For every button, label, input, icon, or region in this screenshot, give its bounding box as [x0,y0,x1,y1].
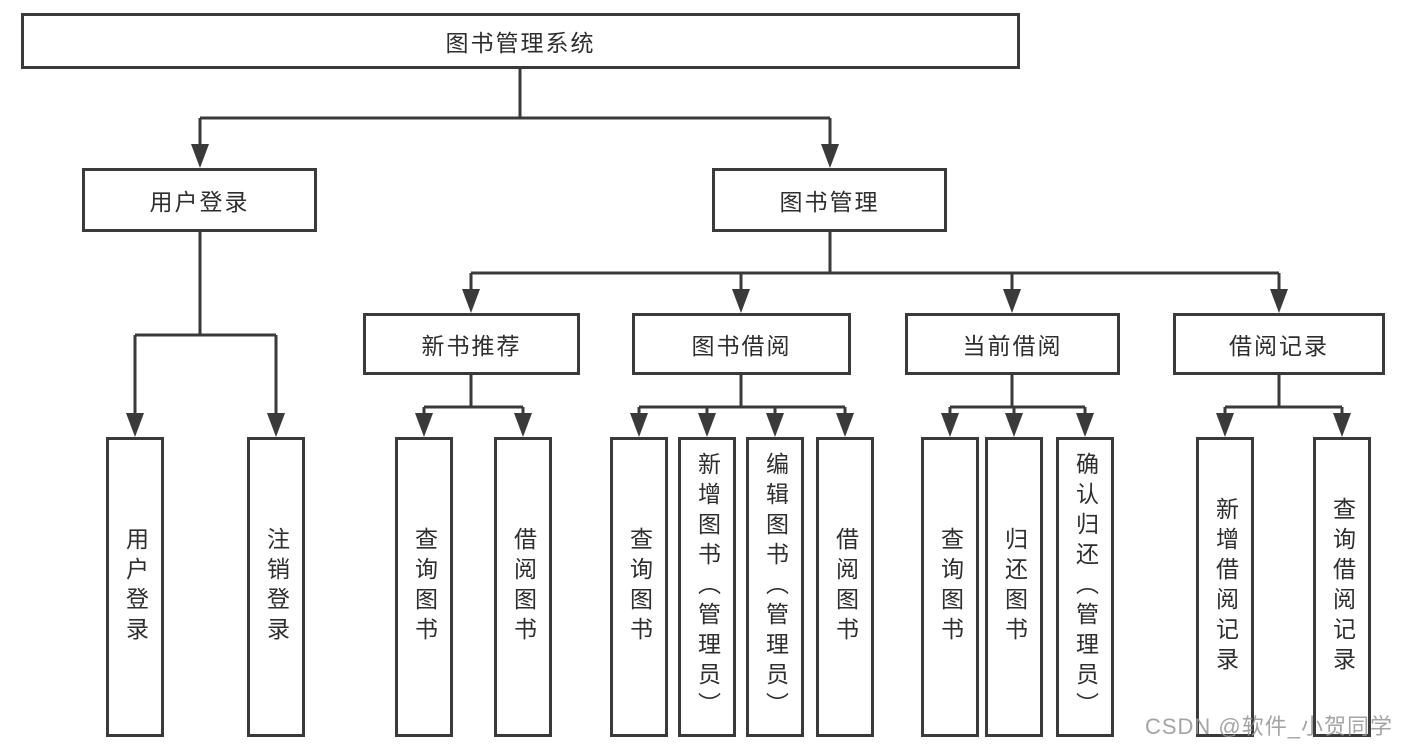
leaf-confirm-return-admin: 确认归还（管理员） [1056,437,1114,737]
edges-user-login-children [133,232,278,417]
node-current-borrowing: 当前借阅 [905,313,1120,375]
node-label: 注销登录 [263,527,290,647]
edges-book-management-children [469,232,1281,293]
node-label: 借阅图书 [510,527,537,647]
node-user-login: 用户登录 [82,168,317,232]
leaf-query-books-recommend: 查询图书 [395,437,453,737]
node-book-management: 图书管理 [712,168,947,232]
node-book-borrowing: 图书借阅 [632,313,851,375]
leaf-logout: 注销登录 [247,437,305,737]
node-label: 归还图书 [1001,527,1028,647]
node-label: 确认归还（管理员） [1072,452,1099,722]
node-label: 查询图书 [937,527,964,647]
node-label: 用户登录 [122,527,149,647]
node-label: 借阅图书 [832,527,859,647]
arrowhead [836,413,854,437]
leaf-add-book-admin: 新增图书（管理员） [678,437,736,737]
node-book-management-system: 图书管理系统 [21,13,1020,69]
arrowhead [1270,289,1288,313]
node-label: 当前借阅 [962,333,1063,359]
node-label: 新增借阅记录 [1212,497,1239,677]
arrowhead [1005,413,1023,437]
edges-new-book-children [422,375,525,417]
node-label: 用户登录 [149,189,250,215]
node-label: 查询图书 [626,527,653,647]
arrowhead [1003,289,1021,313]
arrowhead [766,413,784,437]
arrowhead [514,413,532,437]
arrowhead [630,413,648,437]
arrowhead [267,413,285,437]
node-label: 新增图书（管理员） [694,452,721,722]
arrowhead [1216,413,1234,437]
node-label: 图书借阅 [691,333,792,359]
node-label: 新书推荐 [421,333,522,359]
leaf-query-books-borrowing: 查询图书 [610,437,668,737]
leaf-query-borrow-record: 查询借阅记录 [1313,437,1371,737]
leaf-return-book: 归还图书 [985,437,1043,737]
arrowhead [462,289,480,313]
node-label: 借阅记录 [1229,333,1329,359]
csdn-watermark: CSDN @软件_小贺同学 [1144,714,1393,739]
node-label: 查询借阅记录 [1329,497,1356,677]
leaf-add-borrow-record: 新增借阅记录 [1196,437,1254,737]
leaf-edit-book-admin: 编辑图书（管理员） [746,437,804,737]
node-label: 图书管理 [779,189,880,215]
arrowhead [1333,413,1351,437]
node-borrowing-records: 借阅记录 [1173,313,1385,375]
arrowhead [732,289,750,313]
leaf-user-login: 用户登录 [106,437,164,737]
node-new-book-recommendation: 新书推荐 [363,313,580,375]
edges-borrow-records-children [1223,375,1344,417]
edges-book-borrow-children [637,375,847,417]
leaf-borrow-books-borrowing: 借阅图书 [816,437,874,737]
arrowhead [126,413,144,437]
arrowhead [1076,413,1094,437]
arrowhead [698,413,716,437]
edges-current-borrow-children [948,375,1087,417]
arrowhead [941,413,959,437]
edges-root-to-level2 [198,69,832,148]
node-label: 编辑图书（管理员） [762,452,789,722]
arrowhead [191,144,209,168]
arrowhead [821,144,839,168]
node-label: 图书管理系统 [445,30,596,56]
node-label: 查询图书 [411,527,438,647]
arrowhead [415,413,433,437]
leaf-query-books-current: 查询图书 [921,437,979,737]
leaf-borrow-books-recommend: 借阅图书 [494,437,552,737]
